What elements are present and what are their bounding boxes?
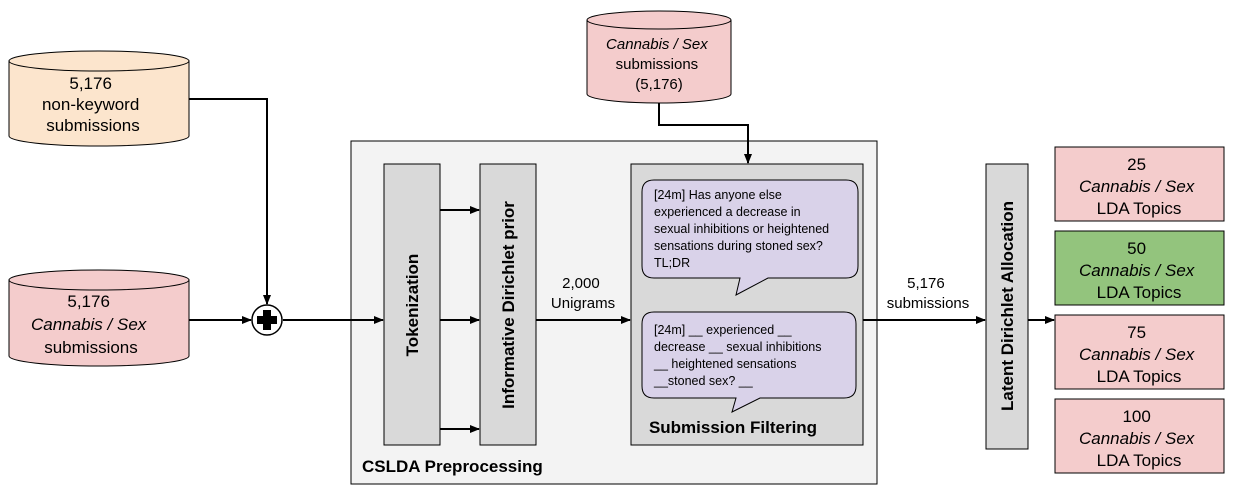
prior-box [479, 163, 537, 446]
bubble1-text: [24m] Has anyone else experienced a decr… [654, 188, 833, 270]
unigrams-label: 2,000 Unigrams [551, 275, 615, 312]
preprocessing-title: CSLDA Preprocessing [362, 457, 543, 476]
lda-label: Latent Dirichlet Allocation [998, 201, 1017, 411]
lda-box [985, 163, 1029, 450]
prior-label: Informative Dirichlet prior [499, 201, 518, 409]
submissions-count-label: 5,176 submissions [887, 275, 970, 312]
svg-text:Cannabis / Sex submissio: Cannabis / Sex submissions (5,176) [606, 36, 712, 93]
filtering-title: Submission Filtering [649, 418, 817, 437]
tokenization-label: Tokenization [403, 254, 422, 357]
topic-box-25: 25 Cannabis / Sex LDA Topics [1054, 146, 1225, 222]
svg-text:100 Cannabis / Sex: 100 Cannabis / Sex LDA Topics [1079, 407, 1199, 470]
svg-text:5,176 Cannabis / Sex: 5,176 Cannabis / Sex submissions [31, 292, 151, 357]
svg-text:25 Cannabis / Sex: 25 Cannabis / Sex LDA Topics [1079, 155, 1199, 218]
connectors [189, 98, 1055, 433]
nonkeyword-submissions-cylinder: 5,176 non-keyword submissions [8, 50, 190, 147]
cannabis-submissions-top-cylinder: Cannabis / Sex submissions (5,176) [586, 10, 732, 104]
topic-box-50: 50 Cannabis / Sex LDA Topics [1054, 230, 1225, 306]
speech-bubble-original [641, 179, 859, 296]
cannabis-submissions-cylinder: 5,176 Cannabis / Sex submissions [8, 269, 190, 367]
svg-text:5,176 non-keyword: 5,176 non-keyword submissions [42, 74, 144, 135]
bubble2-text: [24m] __ experienced __ decrease __ sexu… [653, 323, 825, 388]
svg-text:75 Cannabis / Sex: 75 Cannabis / Sex LDA Topics [1079, 323, 1199, 386]
topic-box-100: 100 Cannabis / Sex LDA Topics [1054, 398, 1225, 474]
svg-text:50 Cannabis / Sex: 50 Cannabis / Sex LDA Topics [1079, 239, 1199, 302]
topic-box-75: 75 Cannabis / Sex LDA Topics [1054, 314, 1225, 390]
speech-bubble-filtered [641, 311, 857, 413]
combine-plus-icon [251, 304, 283, 336]
tokenization-box [383, 163, 441, 446]
